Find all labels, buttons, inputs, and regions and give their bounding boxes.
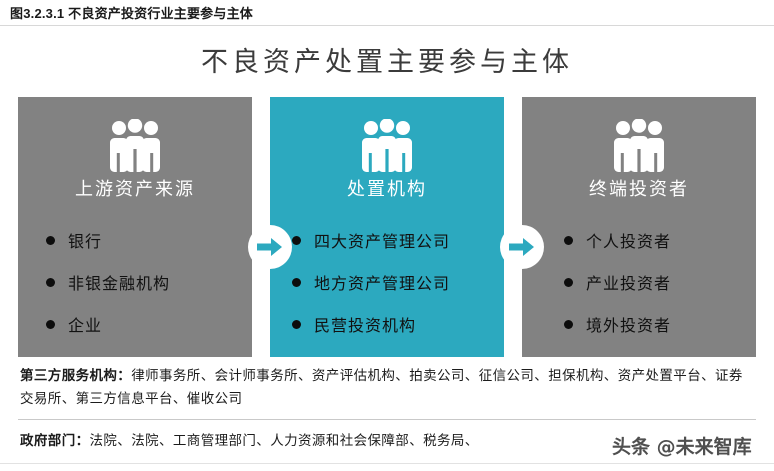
panel-upstream: 上游资产来源 银行 非银金融机构 企业 bbox=[18, 97, 252, 357]
list-item: 非银金融机构 bbox=[18, 261, 252, 303]
list-item-label: 非银金融机构 bbox=[68, 274, 171, 293]
page-title: 不良资产处置主要参与主体 bbox=[201, 47, 573, 78]
panel-heading-investors: 终端投资者 bbox=[589, 179, 689, 200]
note-body: 法院、法院、工商管理部门、人力资源和社会保障部、税务局、 bbox=[89, 433, 479, 449]
caption-divider bbox=[0, 25, 774, 26]
watermark: 头条 @未来智库 bbox=[612, 436, 752, 458]
arrow-right-icon bbox=[248, 225, 292, 269]
panel-heading-disposal: 处置机构 bbox=[347, 179, 427, 200]
list-item-label: 产业投资者 bbox=[586, 274, 672, 293]
list-item: 四大资产管理公司 bbox=[270, 219, 504, 261]
bullet-icon bbox=[46, 319, 55, 329]
panel-investors: 终端投资者 个人投资者 产业投资者 境外投资者 bbox=[522, 97, 756, 357]
panel-row: 上游资产来源 银行 非银金融机构 企业 bbox=[18, 97, 756, 357]
list-item-label: 民营投资机构 bbox=[314, 316, 417, 335]
bullet-icon bbox=[564, 235, 573, 245]
note-label: 政府部门： bbox=[20, 433, 90, 449]
note-government-departments: 政府部门：法院、法院、工商管理部门、人力资源和社会保障部、税务局、 bbox=[20, 430, 756, 453]
list-item: 产业投资者 bbox=[522, 261, 756, 303]
bottom-divider bbox=[0, 463, 774, 464]
list-item: 银行 bbox=[18, 219, 252, 261]
list-item: 民营投资机构 bbox=[270, 303, 504, 345]
list-item-label: 银行 bbox=[68, 232, 103, 251]
bullet-icon bbox=[292, 319, 301, 329]
bullet-icon bbox=[564, 277, 573, 287]
note-third-party-services: 第三方服务机构：律师事务所、会计师事务所、资产评估机构、拍卖公司、征信公司、担保… bbox=[20, 365, 756, 411]
note-body: 律师事务所、会计师事务所、资产评估机构、拍卖公司、征信公司、担保机构、资产处置平… bbox=[20, 368, 743, 407]
list-item-label: 个人投资者 bbox=[586, 232, 672, 251]
arrow-right-icon bbox=[500, 225, 544, 269]
list-item: 企业 bbox=[18, 303, 252, 345]
list-item-label: 境外投资者 bbox=[586, 316, 672, 335]
bullet-icon bbox=[46, 235, 55, 245]
list-item-label: 四大资产管理公司 bbox=[314, 232, 451, 251]
bullet-icon bbox=[292, 235, 301, 245]
list-item: 个人投资者 bbox=[522, 219, 756, 261]
list-item: 地方资产管理公司 bbox=[270, 261, 504, 303]
panel-list-investors: 个人投资者 产业投资者 境外投资者 bbox=[522, 219, 756, 345]
bullet-icon bbox=[292, 277, 301, 287]
note-divider bbox=[18, 419, 756, 420]
panel-disposal: 处置机构 四大资产管理公司 地方资产管理公司 民营投资机构 bbox=[270, 97, 504, 357]
three-people-icon bbox=[522, 118, 756, 177]
list-item-label: 地方资产管理公司 bbox=[314, 274, 451, 293]
list-item: 境外投资者 bbox=[522, 303, 756, 345]
three-people-icon bbox=[18, 118, 252, 177]
figure-caption: 图3.2.3.1 不良资产投资行业主要参与主体 bbox=[10, 6, 253, 21]
panel-list-upstream: 银行 非银金融机构 企业 bbox=[18, 219, 252, 345]
panel-heading-upstream: 上游资产来源 bbox=[75, 179, 195, 200]
bullet-icon bbox=[46, 277, 55, 287]
list-item-label: 企业 bbox=[68, 316, 103, 335]
note-label: 第三方服务机构： bbox=[20, 368, 132, 384]
bullet-icon bbox=[564, 319, 573, 329]
panel-list-disposal: 四大资产管理公司 地方资产管理公司 民营投资机构 bbox=[270, 219, 504, 345]
three-people-icon bbox=[270, 118, 504, 177]
